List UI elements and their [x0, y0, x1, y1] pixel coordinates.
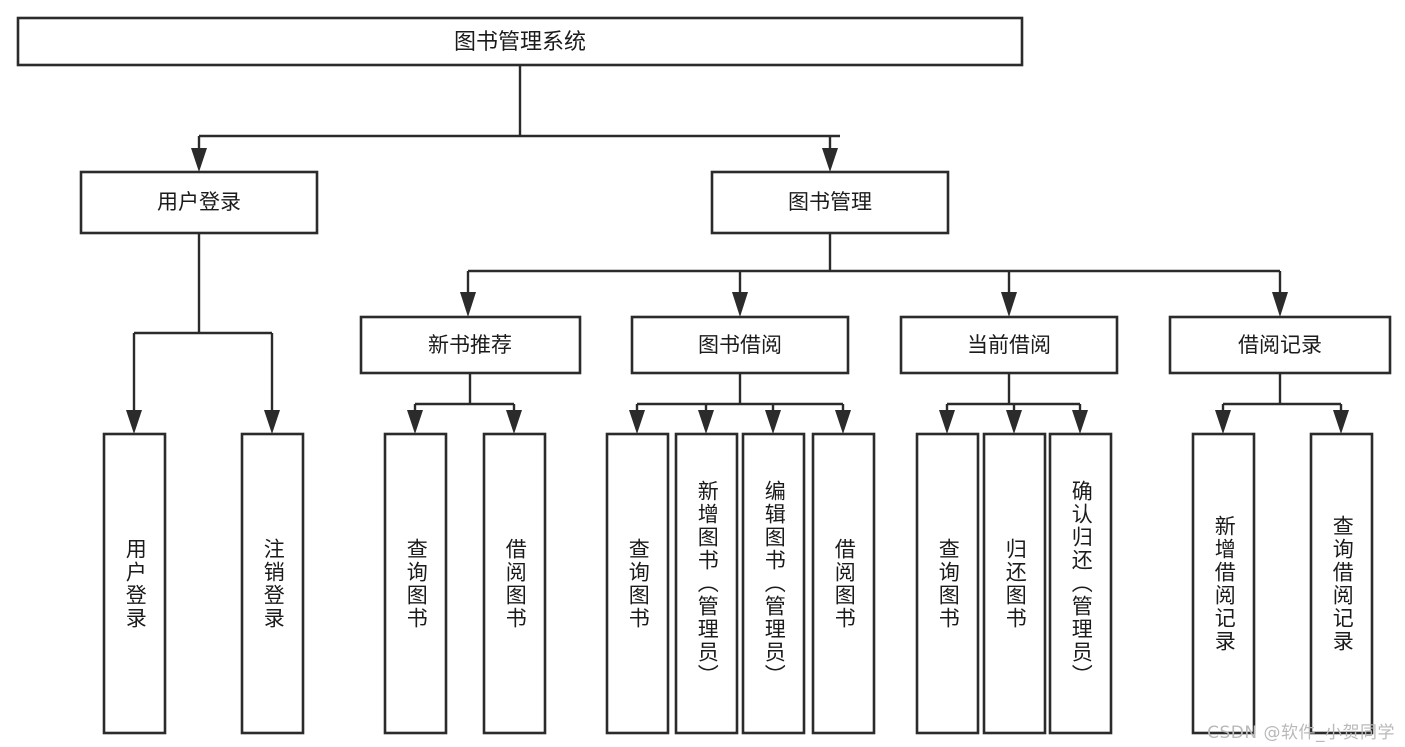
node-current-borrow-label: 当前借阅 [967, 333, 1051, 357]
arrow-currentborrow-leaf-2 [1006, 410, 1022, 434]
arrow-to-newbook [460, 292, 476, 317]
watermark-text: CSDN @软件_小贺同学 [1207, 723, 1395, 743]
node-leaf-user-login-login[interactable] [102, 432, 167, 735]
node-borrow-record-label: 借阅记录 [1238, 333, 1322, 357]
arrow-currentborrow-leaf-1 [939, 410, 955, 434]
connector-group [126, 65, 1349, 434]
node-leaf-bookborrow-borrow-book[interactable] [811, 432, 876, 735]
arrow-bookborrow-leaf-2 [698, 410, 714, 434]
arrow-to-currentborrow [1001, 292, 1017, 317]
node-leaf-borrowrecord-query-record[interactable] [1309, 432, 1374, 735]
arrow-to-userlogin [191, 148, 207, 172]
node-book-borrow-label: 图书借阅 [698, 333, 782, 357]
arrow-borrowrecord-leaf-2 [1333, 410, 1349, 434]
arrow-newbook-leaf-1 [407, 410, 423, 434]
node-book-management[interactable] [710, 170, 950, 235]
node-leaf-newbook-query-book[interactable] [383, 432, 448, 735]
arrow-userlogin-leaf-2 [264, 410, 280, 434]
node-leaf-currentborrow-return-book[interactable] [982, 432, 1047, 735]
node-user-login[interactable] [79, 170, 319, 235]
node-group: 图书管理系统 用户登录 图书管理 新书推荐 图书借阅 当前借阅 借阅记录 [16, 16, 1392, 735]
arrow-borrowrecord-leaf-1 [1215, 410, 1231, 434]
node-leaf-bookborrow-query-book[interactable] [605, 432, 670, 735]
arrow-userlogin-leaf-1 [126, 410, 142, 434]
node-new-book-recommend-label: 新书推荐 [428, 333, 512, 357]
arrow-bookborrow-leaf-1 [629, 410, 645, 434]
node-leaf-currentborrow-confirm-return-admin[interactable] [1048, 432, 1113, 735]
node-user-login-label: 用户登录 [157, 190, 241, 214]
node-root-label: 图书管理系统 [454, 30, 586, 55]
node-root-book-management-system[interactable] [16, 16, 1024, 67]
node-leaf-borrowrecord-add-record[interactable] [1191, 432, 1256, 735]
arrow-bookborrow-leaf-3 [765, 410, 781, 434]
arrow-newbook-leaf-2 [506, 410, 522, 434]
node-leaf-newbook-borrow-book[interactable] [482, 432, 547, 735]
node-leaf-bookborrow-edit-book-admin[interactable] [741, 432, 806, 735]
node-leaf-bookborrow-add-book-admin[interactable] [674, 432, 739, 735]
arrow-to-bookmgmt [822, 148, 838, 172]
arrow-currentborrow-leaf-3 [1072, 410, 1088, 434]
arrow-bookborrow-leaf-4 [835, 410, 851, 434]
node-leaf-currentborrow-query-book[interactable] [915, 432, 980, 735]
node-book-borrow[interactable] [630, 315, 850, 375]
node-current-borrow[interactable] [899, 315, 1119, 375]
node-book-management-label: 图书管理 [788, 190, 872, 214]
arrow-to-bookborrow [732, 292, 748, 317]
arrow-to-borrowrecord [1272, 292, 1288, 317]
node-new-book-recommend[interactable] [359, 315, 582, 375]
node-leaf-user-login-logout[interactable] [240, 432, 305, 735]
node-borrow-record[interactable] [1168, 315, 1392, 375]
